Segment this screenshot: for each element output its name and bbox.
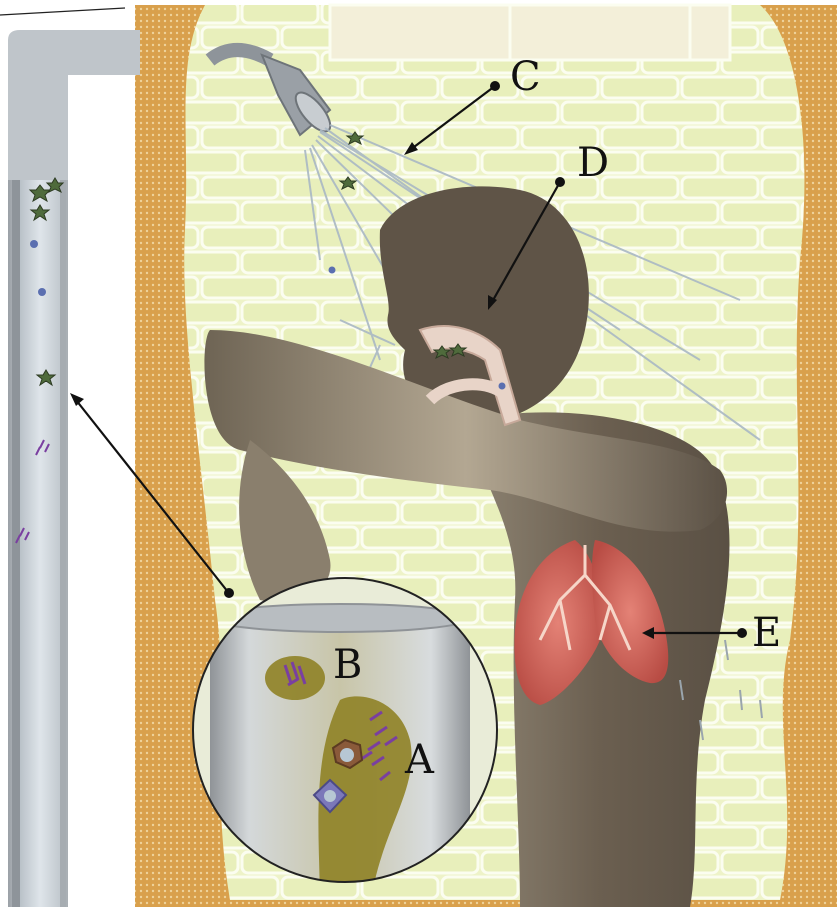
label-c: C: [510, 54, 541, 100]
microbe-blue: [38, 288, 46, 296]
microbe-blue: [30, 240, 38, 248]
biofilm-b: [265, 656, 325, 700]
label-b: B: [333, 642, 362, 688]
top-tiles: [330, 5, 730, 60]
label-d: D: [577, 140, 609, 186]
label-e: E: [752, 610, 781, 656]
label-a: A: [404, 737, 435, 783]
